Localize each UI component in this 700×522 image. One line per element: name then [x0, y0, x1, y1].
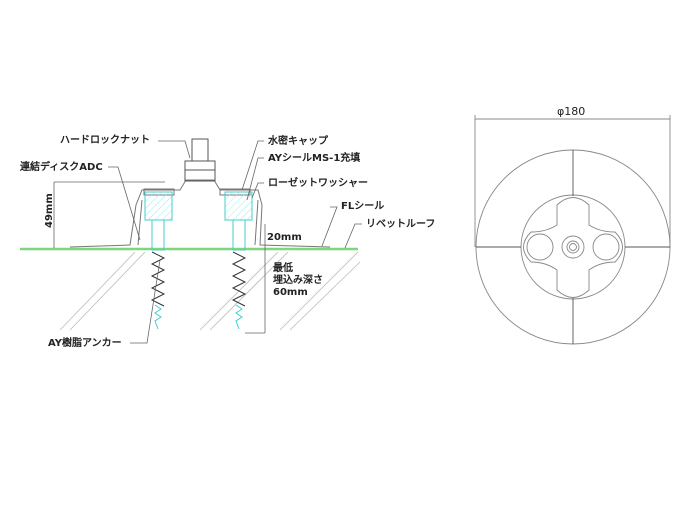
label-min-depth-2: 埋込み深さ [273, 275, 323, 286]
label-anchor: AY樹脂アンカー [48, 338, 122, 349]
label-ay-seal: AYシールMS-1充填 [268, 153, 361, 164]
label-min-depth-1: 最低 [273, 263, 293, 274]
label-hard-lock-nut: ハードロックナット [60, 135, 150, 146]
hard-lock-nut [184, 138, 216, 182]
label-rivet-roof: リベットルーフ [366, 219, 436, 230]
label-min-depth-3: 60mm [273, 287, 308, 298]
label-dim-20: 20mm [267, 232, 302, 243]
label-water-cap: 水密キャップ [268, 136, 328, 147]
label-fl-seal: FLシール [341, 201, 385, 212]
ground-hatch [59, 251, 361, 331]
label-diameter: φ180 [557, 105, 586, 118]
label-connect-disk: 連結ディスクADC [20, 162, 103, 173]
seal-left [144, 191, 173, 221]
label-dim-49: 49mm [44, 193, 55, 228]
label-rosette-washer: ローゼットワッシャー [268, 178, 368, 189]
anchors [150, 219, 247, 330]
plan-view [474, 115, 671, 345]
dimension-lines [53, 140, 362, 344]
